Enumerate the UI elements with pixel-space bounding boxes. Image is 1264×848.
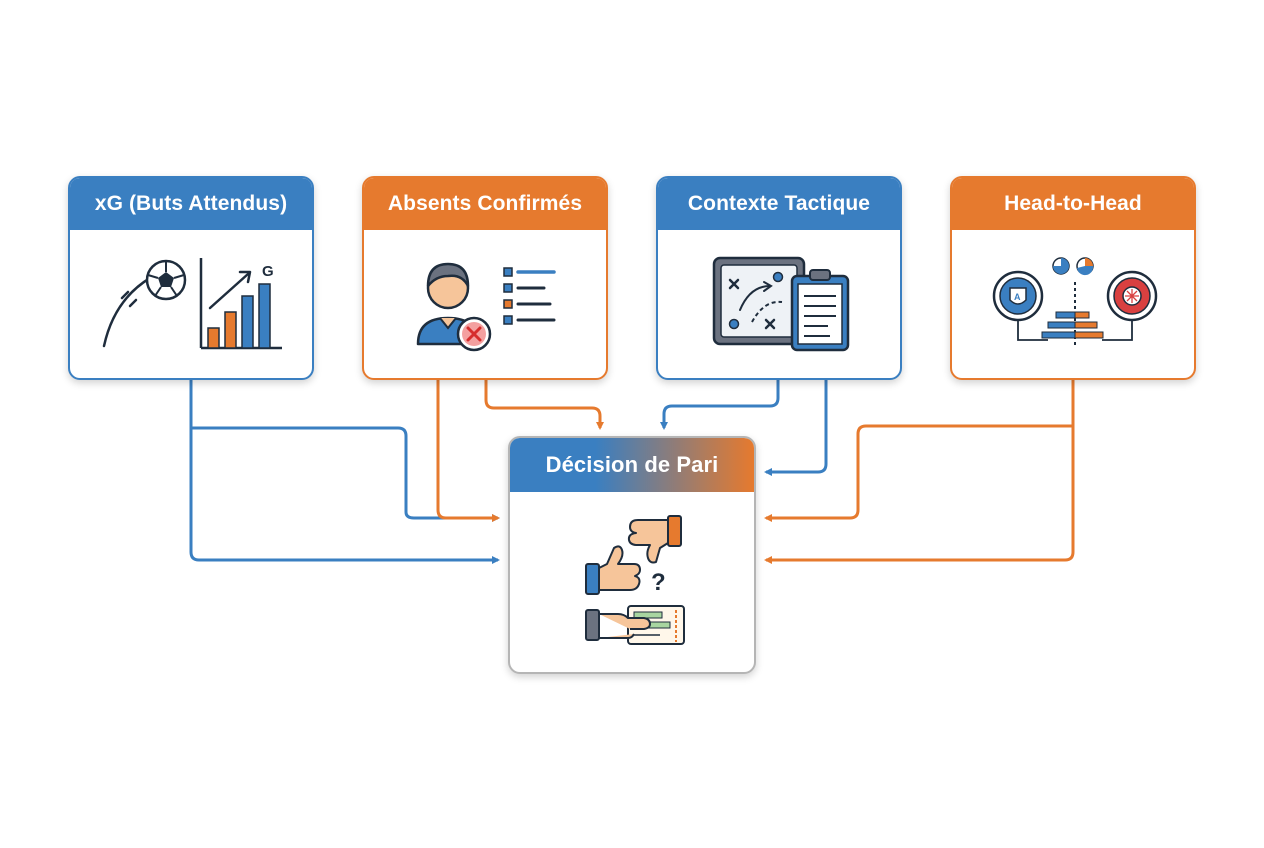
decision-card-title: Décision de Pari <box>510 438 754 492</box>
xg-connector-top <box>189 380 500 522</box>
thumbs-up-icon <box>585 545 641 595</box>
thumbs-down-icon <box>627 515 682 564</box>
absents-connector-down <box>436 380 500 522</box>
soccer-ball-icon <box>102 259 187 348</box>
injured-player-icon <box>416 262 492 352</box>
absents-card: Absents Confirmés <box>362 176 608 380</box>
h2h-badge-letter: A <box>1014 292 1021 302</box>
question-icon: ? <box>651 569 666 596</box>
h2h-card-title: Head-to-Head <box>952 178 1194 230</box>
tactique-connector-down <box>764 380 828 476</box>
xg-card-title: xG (Buts Attendus) <box>70 178 312 230</box>
tactique-card-body <box>658 230 900 378</box>
absents-card-body <box>364 230 606 378</box>
tactique-connector-left <box>660 380 780 430</box>
h2h-connector-bottom <box>764 380 1075 564</box>
absents-card-title: Absents Confirmés <box>364 178 606 230</box>
xg-card-body: G <box>70 230 312 378</box>
absents-connector-right <box>484 380 604 430</box>
decision-card-body: ? <box>510 492 754 672</box>
betting-slip-icon <box>585 605 685 645</box>
team-badge-icon: A <box>992 270 1044 322</box>
decision-card: Décision de Pari ? <box>508 436 756 674</box>
tactics-board-icon <box>712 256 806 346</box>
tactique-card: Contexte Tactique <box>656 176 902 380</box>
xg-connector-bottom <box>189 380 500 564</box>
bar-chart-icon: G <box>199 258 282 350</box>
rival-badge-icon <box>1106 270 1158 322</box>
h2h-card-body: A <box>952 230 1194 378</box>
xg-card: xG (Buts Attendus) G <box>68 176 314 380</box>
clipboard-icon <box>790 269 850 352</box>
tactique-card-title: Contexte Tactique <box>658 178 900 230</box>
h2h-connector-top <box>764 380 1075 522</box>
list-icon <box>503 267 556 325</box>
h2h-card: Head-to-Head A <box>950 176 1196 380</box>
comparison-chart-icon <box>1017 257 1133 348</box>
xg-chart-letter: G <box>262 263 274 280</box>
